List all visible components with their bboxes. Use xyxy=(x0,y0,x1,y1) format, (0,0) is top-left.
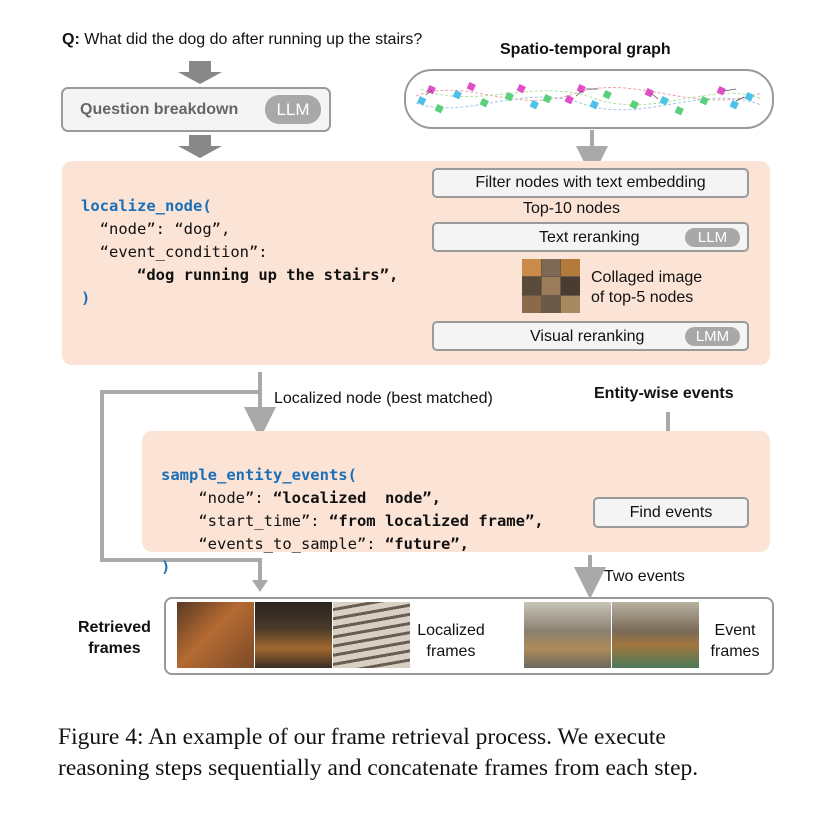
question-breakdown-box: Question breakdown LLM xyxy=(61,87,331,132)
collage-label: Collaged image of top-5 nodes xyxy=(591,268,702,308)
localized-frame-1 xyxy=(177,602,254,668)
sample-code: sample_entity_events( “node”: “localized… xyxy=(161,441,544,579)
figure-caption: Figure 4: An example of our frame retrie… xyxy=(58,722,698,784)
localized-node-label: Localized node (best matched) xyxy=(274,390,493,407)
sample-l3-val: “future”, xyxy=(384,535,469,553)
sample-func: sample_entity_events( xyxy=(161,466,357,484)
localize-close: ) xyxy=(81,289,91,307)
event-frame-1 xyxy=(524,602,611,668)
sample-l1-val: “localized node”, xyxy=(272,489,441,507)
visual-reranking-box: Visual reranking LMM xyxy=(432,321,749,351)
localized-frames-label: Localized frames xyxy=(416,620,486,662)
localize-code: localize_node( “node”: “dog”, “event_con… xyxy=(81,172,398,310)
sample-panel xyxy=(142,431,770,552)
event-frames-label: Event frames xyxy=(706,620,764,662)
event-frames-line2: frames xyxy=(710,643,760,660)
sample-l3-key: “events_to_sample”: xyxy=(198,535,385,553)
entity-events-title: Entity-wise events xyxy=(594,385,734,402)
text-reranking-label: Text reranking xyxy=(539,229,640,246)
event-frame-2 xyxy=(612,602,699,668)
top10-label: Top-10 nodes xyxy=(523,200,620,217)
text-reranking-badge: LLM xyxy=(685,228,740,247)
visual-reranking-label: Visual reranking xyxy=(530,328,645,345)
block-arrow-1 xyxy=(178,61,222,84)
retrieved-line2: frames xyxy=(88,640,141,657)
localized-frame-2 xyxy=(255,602,332,668)
retrieved-path xyxy=(100,390,262,580)
collage-line2: of top-5 nodes xyxy=(591,289,694,306)
localize-line2: “event_condition”: xyxy=(99,243,268,261)
filter-nodes-box: Filter nodes with text embedding xyxy=(432,168,749,198)
sample-close: ) xyxy=(161,558,171,576)
caption-line1: Figure 4: An example of our frame retrie… xyxy=(58,724,666,750)
block-arrow-2 xyxy=(178,135,222,158)
question-line: Q: What did the dog do after running up … xyxy=(62,31,422,49)
llm-badge: LLM xyxy=(265,95,321,124)
graph-title: Spatio-temporal graph xyxy=(500,41,671,58)
event-frames-line1: Event xyxy=(714,622,756,639)
localize-line3: “dog running up the stairs”, xyxy=(137,266,399,284)
graph-box xyxy=(404,69,774,129)
localized-frames-line1: Localized xyxy=(417,622,485,639)
retrieved-line1: Retrieved xyxy=(78,619,151,636)
localized-frame-3 xyxy=(333,602,410,668)
localize-line1: “node”: “dog”, xyxy=(99,220,231,238)
retrieved-frames-label: Retrieved frames xyxy=(78,617,151,659)
visual-reranking-badge: LMM xyxy=(685,327,740,346)
collage-line1: Collaged image xyxy=(591,269,703,286)
graph-illustration xyxy=(415,82,762,116)
question-breakdown-label: Question breakdown xyxy=(80,101,239,118)
sample-l2-val: “from localized frame”, xyxy=(328,512,544,530)
sample-l1-key: “node”: xyxy=(198,489,273,507)
localized-frames-line2: frames xyxy=(426,643,476,660)
text-reranking-box: Text reranking LLM xyxy=(432,222,749,252)
localize-func: localize_node( xyxy=(81,197,212,215)
collage-image xyxy=(522,259,580,313)
sample-l2-key: “start_time”: xyxy=(198,512,329,530)
question-text: What did the dog do after running up the… xyxy=(84,31,423,48)
two-events-label: Two events xyxy=(604,568,685,585)
find-events-box: Find events xyxy=(593,497,749,528)
question-prefix: Q: xyxy=(62,31,80,48)
caption-line2: reasoning steps sequentially and concate… xyxy=(58,755,699,781)
